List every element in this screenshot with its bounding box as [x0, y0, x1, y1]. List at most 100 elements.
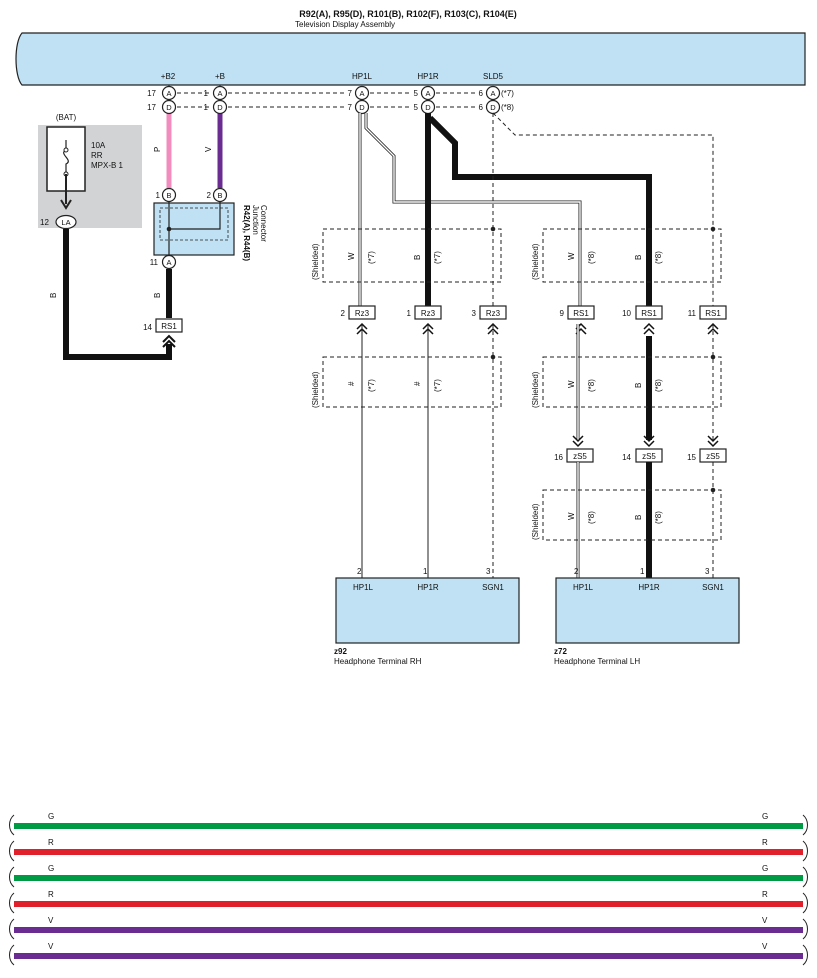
diagram-subtitle: Television Display Assembly	[295, 20, 395, 29]
shielded-group-rh-lower	[322, 356, 502, 408]
svg-text:A: A	[166, 89, 171, 98]
legend-break-left-4	[9, 918, 15, 940]
svg-text:14: 14	[622, 453, 631, 462]
terminal-lh-code: z72	[554, 647, 567, 656]
svg-text:1: 1	[640, 567, 645, 576]
junction-title: R42(A), R44(B)	[242, 205, 251, 261]
svg-text:HP1L: HP1L	[573, 583, 594, 592]
legend-letter-left-4: V	[48, 916, 54, 925]
pin-sld5-d-note: (*8)	[501, 103, 514, 112]
pin-b2-a-num: 17	[147, 89, 156, 98]
junction-line1: Junction	[251, 205, 260, 235]
legend-letter-right-4: V	[762, 916, 768, 925]
svg-text:16: 16	[554, 453, 563, 462]
svg-text:HP1R: HP1R	[638, 583, 660, 592]
svg-text:#: #	[413, 381, 422, 386]
pin-label-hp1l: HP1L	[352, 72, 373, 81]
svg-text:A: A	[166, 258, 171, 267]
connector-rs1-left	[155, 318, 183, 333]
legend-break-right-2	[802, 866, 808, 888]
svg-text:SGN1: SGN1	[482, 583, 504, 592]
legend-letter-right-2: G	[762, 864, 768, 873]
pin-hp1r-d-num: 5	[414, 103, 419, 112]
svg-text:W: W	[567, 252, 576, 260]
wire-hp1r-lh	[427, 115, 652, 307]
legend-letter-left-3: R	[48, 890, 54, 899]
connector-arrows	[356, 322, 719, 335]
svg-text:(*7): (*7)	[433, 251, 442, 264]
shielded-group-lh-lower	[542, 489, 722, 541]
legend-letter-right-5: V	[762, 942, 768, 951]
svg-text:A: A	[425, 89, 430, 98]
fuse-name1: RR	[91, 151, 103, 160]
legend-break-right-1	[802, 840, 808, 862]
fuse-connector-label: LA	[61, 218, 70, 227]
pin-sld5-a-num: 6	[479, 89, 484, 98]
svg-text:#: #	[347, 381, 356, 386]
svg-text:3: 3	[705, 567, 710, 576]
legend-letter-right-0: G	[762, 812, 768, 821]
svg-text:Rz3: Rz3	[486, 309, 501, 318]
pin-label-b: +B	[215, 72, 225, 81]
svg-text:D: D	[217, 103, 223, 112]
wire-color-p: P	[153, 147, 162, 152]
legend-break-right-4	[802, 918, 808, 940]
zs5-arrows	[572, 435, 719, 448]
shielded-group-lh-upper	[542, 228, 722, 283]
svg-text:(Shielded): (Shielded)	[311, 371, 320, 408]
svg-text:10: 10	[622, 309, 631, 318]
terminal-lh-name: Headphone Terminal LH	[554, 657, 640, 666]
svg-text:B: B	[166, 191, 171, 200]
wire-b-fuse	[63, 229, 172, 360]
svg-text:(*8): (*8)	[587, 511, 596, 524]
fuse-connector-la	[55, 214, 77, 230]
pin-b2-d-num: 17	[147, 103, 156, 112]
svg-text:(*8): (*8)	[654, 251, 663, 264]
svg-text:(Shielded): (Shielded)	[531, 243, 540, 280]
svg-text:zS5: zS5	[573, 452, 587, 461]
svg-text:3: 3	[472, 309, 477, 318]
svg-text:B: B	[634, 515, 643, 520]
svg-text:(Shielded): (Shielded)	[531, 503, 540, 540]
svg-text:W: W	[347, 252, 356, 260]
junction-pin1: 1	[156, 191, 161, 200]
legend-letter-left-1: R	[48, 838, 54, 847]
terminal-rh-code: z92	[334, 647, 347, 656]
svg-text:(*8): (*8)	[654, 511, 663, 524]
fuse-rating: 10A	[91, 141, 106, 150]
legend-break-right-3	[802, 892, 808, 914]
svg-text:D: D	[490, 103, 496, 112]
legend-break-right-5	[802, 944, 808, 966]
headphone-terminal-lh	[555, 577, 740, 644]
fuse-pin: 12	[40, 218, 49, 227]
connector-row-rz3: 2 Rz3 1 Rz3 3 Rz3	[341, 305, 507, 320]
wire-color-v: V	[204, 146, 213, 152]
legend-letter-right-3: R	[762, 890, 768, 899]
legend-break-left-0	[9, 814, 15, 836]
svg-text:SGN1: SGN1	[702, 583, 724, 592]
connector-rs1-left-label: RS1	[161, 322, 177, 331]
headphone-terminal-rh	[335, 577, 520, 644]
svg-text:A: A	[359, 89, 364, 98]
svg-text:(*8): (*8)	[654, 379, 663, 392]
legend-break-right-0	[802, 814, 808, 836]
svg-text:(*7): (*7)	[433, 379, 442, 392]
svg-text:(*8): (*8)	[587, 379, 596, 392]
legend-break-left-5	[9, 944, 15, 966]
svg-text:B: B	[217, 191, 222, 200]
fuse-arrow-icon	[60, 199, 72, 210]
svg-text:11: 11	[688, 309, 697, 318]
svg-text:(Shielded): (Shielded)	[311, 243, 320, 280]
svg-text:zS5: zS5	[642, 452, 656, 461]
svg-text:HP1R: HP1R	[417, 583, 439, 592]
svg-text:15: 15	[687, 453, 696, 462]
svg-text:B: B	[634, 255, 643, 260]
fuse-terminal-top	[63, 147, 69, 153]
svg-text:Rz3: Rz3	[355, 309, 370, 318]
legend-letter-left-2: G	[48, 864, 54, 873]
fuse-name2: MPX-B 1	[91, 161, 124, 170]
svg-text:D: D	[425, 103, 431, 112]
svg-text:1: 1	[407, 309, 412, 318]
